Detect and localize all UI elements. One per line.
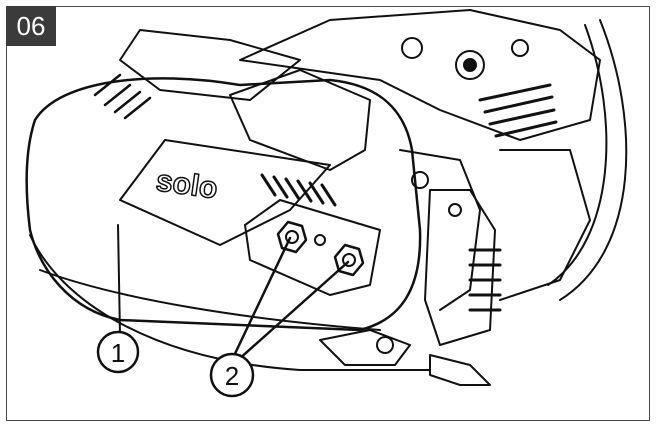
rear-handle-outline [559, 19, 628, 301]
cover-bottom-curve [29, 234, 431, 371]
guard-grip-ribs [93, 73, 152, 120]
stripe-decoration [260, 173, 337, 207]
side-screw-2 [448, 203, 462, 217]
brand-logo-text: solo [154, 164, 220, 205]
engine-screw-3 [401, 37, 423, 59]
cover-top-lobe [229, 69, 371, 171]
leader-line-1 [117, 224, 121, 336]
center-hole [314, 234, 326, 246]
sprocket-cover [25, 77, 422, 332]
callout-2-label: 2 [225, 361, 239, 391]
nut-plate [244, 199, 381, 296]
callout-2: 2 [209, 352, 255, 398]
rear-handle-inner [547, 24, 608, 286]
chain-tensioner [468, 248, 502, 312]
callout-1-label: 1 [111, 338, 125, 368]
bottom-claw [319, 329, 411, 366]
top-guard [119, 29, 301, 101]
front-spike [429, 354, 491, 386]
engine-screw-2 [511, 39, 529, 57]
figure-number: 06 [6, 6, 56, 46]
leader-line-2a [230, 236, 292, 362]
side-screw-1 [411, 171, 429, 189]
brake-lever [399, 149, 481, 311]
rear-body-lower [499, 149, 591, 301]
bar-nut-1 [276, 220, 308, 254]
leader-line-2b [236, 260, 350, 362]
bar-nut-2 [333, 243, 365, 277]
logo-plate [119, 139, 331, 246]
engine-fins [478, 83, 558, 138]
cover-lower-edge [39, 269, 381, 331]
engine-screw-1 [455, 50, 485, 80]
callout-1: 1 [96, 330, 140, 374]
side-screw-3 [376, 336, 394, 354]
engine-housing-top [239, 9, 601, 141]
side-plate [424, 189, 496, 346]
